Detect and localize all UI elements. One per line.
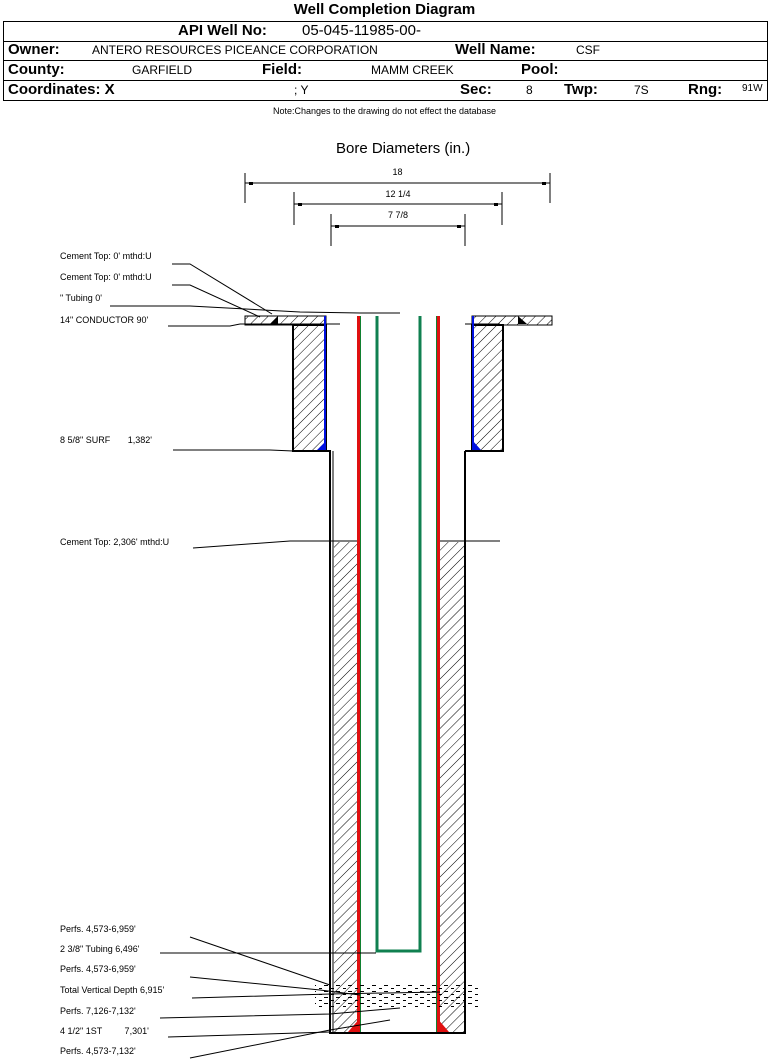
api-value: 05-045-11985-00- [302,22,421,39]
surface-casing [292,316,504,452]
callout-label: Perfs. 4,573-7,132' [60,1046,136,1056]
callout-label: 8 5/8" SURF 1,382' [60,435,152,445]
coordinates-y: ; Y [294,83,309,97]
conductor-casing [240,315,553,326]
coordinates-label: Coordinates: X [8,81,115,98]
county-value: GARFIELD [132,63,193,77]
rng-label: Rng: [688,81,723,98]
production-cement [300,540,500,1032]
production-casing [348,316,449,1032]
callout-label: Total Vertical Depth 6,915' [60,985,165,995]
bore-dimension-12-1-4 [293,192,503,225]
callout-label: 2 3/8" Tubing 6,496' [60,944,140,954]
page-title: Well Completion Diagram [293,1,476,18]
well-header-table: API Well No: 05-045-11985-00- Owner: ANT… [3,21,768,101]
owner-label: Owner: [8,41,60,58]
owner-row: Owner: ANTERO RESOURCES PICEANCE CORPORA… [4,41,767,61]
bore-diameter-label: 18 [392,167,403,177]
bore-diameter-label: 7 7/8 [387,210,409,220]
bore-dimension-7-7-8 [330,214,466,246]
bore-diameters-title: Bore Diameters (in.) [336,140,471,157]
callout-label: Perfs. 4,573-6,959' [60,964,136,974]
rng-value: 91W [742,83,763,94]
twp-value: 7S [634,83,649,97]
county-label: County: [8,61,65,78]
coordinates-row: Coordinates: X ; Y Sec: 8 Twp: 7S Rng: 9… [4,81,767,100]
pool-label: Pool: [521,61,559,78]
field-label: Field: [262,61,302,78]
callout-label: Perfs. 7,126-7,132' [60,1006,136,1016]
twp-label: Twp: [564,81,598,98]
field-value: MAMM CREEK [371,63,454,77]
owner-value: ANTERO RESOURCES PICEANCE CORPORATION [92,43,378,57]
callout-label: Cement Top: 0' mthd:U [60,272,152,282]
perforations [315,985,480,1007]
county-row: County: GARFIELD Field: MAMM CREEK Pool: [4,61,767,81]
api-label: API Well No: [178,22,267,39]
tubing [375,316,422,953]
api-row: API Well No: 05-045-11985-00- [4,22,767,42]
sec-value: 8 [526,83,533,97]
database-note: Note:Changes to the drawing do not effec… [273,106,496,116]
bore-diameter-label: 12 1/4 [385,189,411,199]
callout-label: 4 1/2" 1ST 7,301' [60,1026,149,1036]
wellbore [329,451,466,1034]
callout-label: Cement Top: 0' mthd:U [60,251,152,261]
callout-label: Perfs. 4,573-6,959' [60,924,136,934]
bore-dimension-18 [244,173,551,203]
callout-leaders [110,263,441,1059]
callout-label: 14" CONDUCTOR 90' [60,315,149,325]
callout-label: " Tubing 0' [60,293,102,303]
sec-label: Sec: [460,81,492,98]
callout-label: Cement Top: 2,306' mthd:U [60,537,170,547]
well-name-value: CSF [576,43,600,57]
well-name-label: Well Name: [455,41,536,58]
